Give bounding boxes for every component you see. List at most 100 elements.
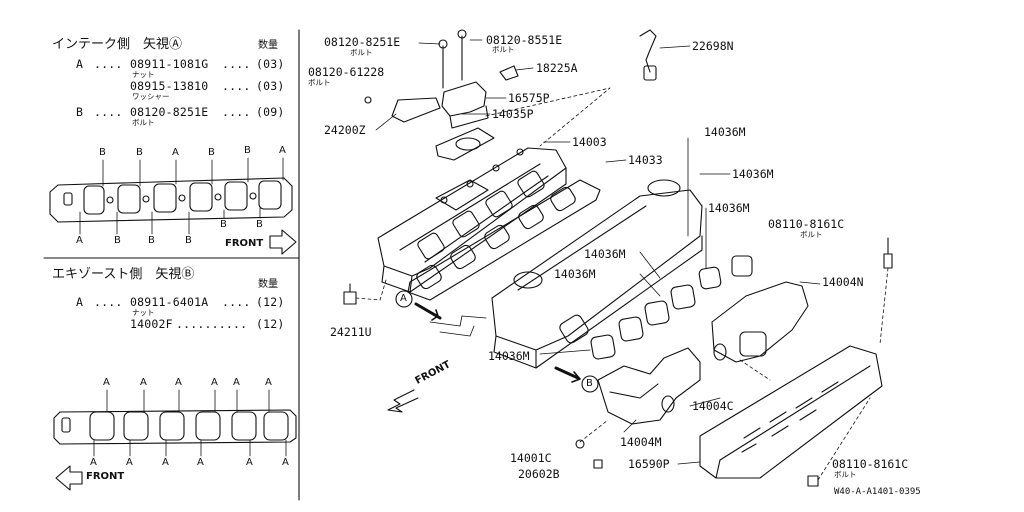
intake-bottom-mark: B xyxy=(185,235,192,246)
callout-22698N: 22698N xyxy=(692,39,734,53)
callout-24211U: 24211U xyxy=(330,325,372,339)
intake-row-part: 08120-8251E xyxy=(130,105,209,119)
intake-bottom-mark: B xyxy=(148,235,155,246)
intake-flange-gasket xyxy=(49,177,293,223)
callout-14036M: 14036M xyxy=(708,201,750,215)
intake-bottom-mark: B xyxy=(114,235,121,246)
exhaust-top-mark: A xyxy=(140,377,147,388)
callout-08120-8551E: 08120-8551E xyxy=(486,33,563,47)
exhaust-flange-gasket xyxy=(53,409,297,445)
intake-qty-header: 数量 xyxy=(258,40,278,51)
exhaust-bottom-mark: A xyxy=(246,457,253,468)
thermostat-housing xyxy=(364,29,519,161)
exhaust-bottom-mark: A xyxy=(282,457,289,468)
callout-14033: 14033 xyxy=(628,153,663,167)
intake-row-qty: (03) xyxy=(256,57,285,71)
callout-14036M: 14036M xyxy=(584,247,626,261)
callout-14036M: 14036M xyxy=(704,125,746,139)
intake-front-arrow xyxy=(269,229,297,255)
intake-row-sub: ナット xyxy=(132,70,155,79)
callout-14036M: 14036M xyxy=(732,167,774,181)
intake-row-part: 08911-1081G xyxy=(130,57,209,71)
exhaust-gaskets-14036M xyxy=(559,255,753,360)
view-b-marker: B xyxy=(586,378,593,389)
callout-bolt-label: ボルト xyxy=(350,48,373,57)
intake-top-mark: B xyxy=(99,147,106,158)
cylinder-head xyxy=(491,179,703,369)
callout-14001C: 14001C xyxy=(510,451,552,465)
exhaust-top-mark: A xyxy=(175,377,182,388)
callout-bolt-label: ボルト xyxy=(492,45,515,54)
callout-leaders xyxy=(375,39,821,465)
sensor-22698N xyxy=(639,29,657,81)
callout-08110-8161C: 08110-8161C xyxy=(832,457,909,471)
callout-18225A: 18225A xyxy=(536,61,578,75)
intake-top-mark: A xyxy=(279,145,286,156)
callout-14004N: 14004N xyxy=(822,275,864,289)
exhaust-top-mark: A xyxy=(103,377,110,388)
callout-08120-8251E: 08120-8251E xyxy=(324,35,401,49)
leader-dots: .... xyxy=(94,105,123,119)
leader-dots: .... xyxy=(94,295,123,309)
callout-20602B: 20602B xyxy=(518,467,560,481)
leader-dots: .......... xyxy=(176,317,248,331)
exhaust-bottom-mark: A xyxy=(90,457,97,468)
intake-row-qty: (09) xyxy=(256,105,285,119)
callout-08110-8161C: 08110-8161C xyxy=(768,217,845,231)
callout-14004C: 14004C xyxy=(692,399,734,413)
exhaust-front-label: FRONT xyxy=(86,471,125,482)
callout-14035P: 14035P xyxy=(492,107,534,121)
exhaust-qty-header: 数量 xyxy=(258,279,278,290)
fitting-24211U xyxy=(343,283,357,305)
callout-bolt-label: ボルト xyxy=(800,230,823,239)
callout-14004M: 14004M xyxy=(620,435,662,449)
heat-shield-16590P xyxy=(699,345,883,479)
intake-row-part: 08915-13810 xyxy=(130,79,209,93)
leader-dots: .... xyxy=(222,105,251,119)
dashed-leaders xyxy=(355,87,889,481)
intake-bottom-mark: A xyxy=(76,235,83,246)
leader-dots: .... xyxy=(222,57,251,71)
exhaust-bottom-mark: A xyxy=(162,457,169,468)
callout-08120-61228: 08120-61228 xyxy=(308,65,385,79)
intake-top-mark: B xyxy=(208,147,215,158)
intake-front-label: FRONT xyxy=(225,238,264,249)
exhaust-row-sub: ナット xyxy=(132,308,155,317)
exhaust-row-qty: (12) xyxy=(256,295,285,309)
exhaust-row-qty: (12) xyxy=(256,317,285,331)
intake-row-sub: ボルト xyxy=(132,118,155,127)
intake-manifold-14003 xyxy=(377,147,567,293)
intake-row-qty: (03) xyxy=(256,79,285,93)
exhaust-bottom-mark: A xyxy=(197,457,204,468)
exhaust-top-mark: A xyxy=(211,377,218,388)
callout-14036M: 14036M xyxy=(554,267,596,281)
drawing-number: W40-A-A1401-0395 xyxy=(834,487,921,497)
leader-dots: .... xyxy=(222,295,251,309)
callout-bolt-label: ボルト xyxy=(308,78,331,87)
exhaust-bottom-mark: A xyxy=(126,457,133,468)
intake-bottom-mark: B xyxy=(220,219,227,230)
intake-top-mark: B xyxy=(244,145,251,156)
exhaust-top-mark: A xyxy=(265,377,272,388)
view-a-marker: A xyxy=(400,293,407,304)
view-arrows xyxy=(387,290,599,413)
exhaust-manifold-14004M xyxy=(597,347,701,425)
exhaust-row-key: A xyxy=(76,295,84,309)
intake-top-mark: B xyxy=(136,147,143,158)
intake-bottom-mark: B xyxy=(256,219,263,230)
exhaust-top-mark: A xyxy=(233,377,240,388)
callout-14003: 14003 xyxy=(572,135,607,149)
exhaust-row-part: 14002F xyxy=(130,317,173,331)
leader-dots: .... xyxy=(222,79,251,93)
callout-14036M: 14036M xyxy=(488,349,530,363)
exhaust-manifold-14004N xyxy=(711,281,809,363)
panel-divider xyxy=(43,29,300,501)
exhaust-title: エキゾースト側 矢視Ⓑ xyxy=(52,267,195,282)
intake-leader-lines xyxy=(79,157,284,235)
bolt-08110-8161C xyxy=(575,237,893,487)
intake-row-key: B xyxy=(76,105,84,119)
intake-title: インテーク側 矢視Ⓐ xyxy=(52,37,183,52)
callout-16575P: 16575P xyxy=(508,91,550,105)
intake-row-sub: ワッシャー xyxy=(132,92,170,101)
